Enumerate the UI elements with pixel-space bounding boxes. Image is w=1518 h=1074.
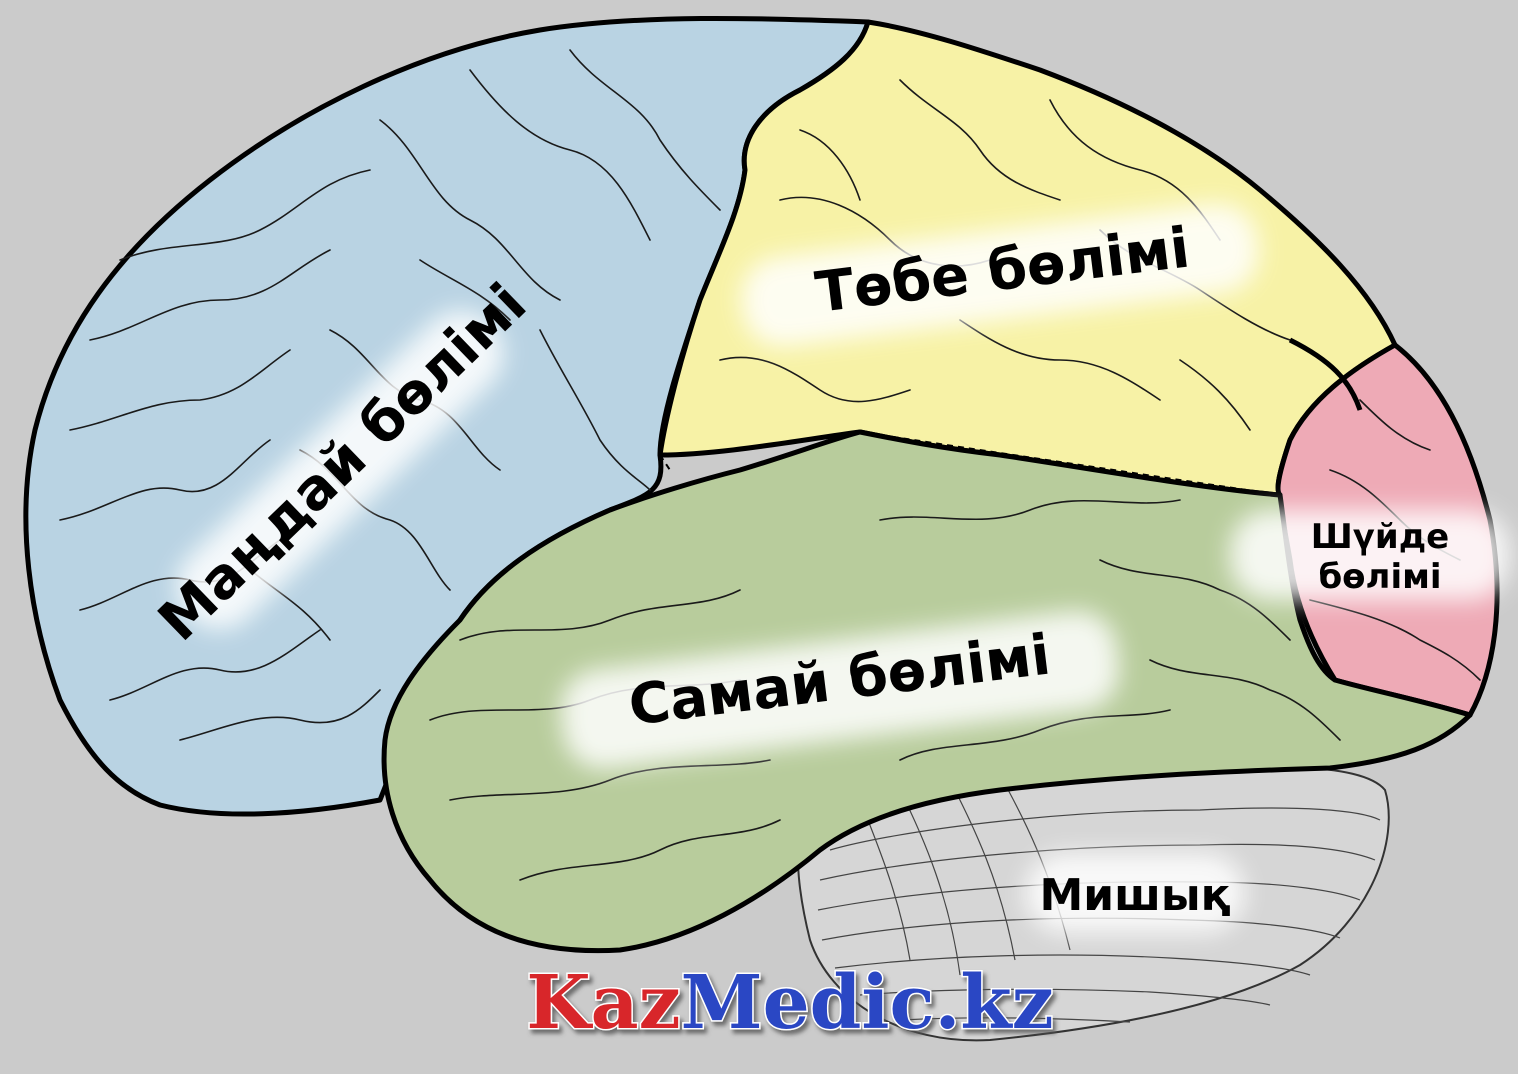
kazmedic-logo: KazMedic.kz xyxy=(526,960,1053,1046)
svg-text:KazMedic.kz: KazMedic.kz xyxy=(526,960,1053,1046)
cerebellum-label: Мишық xyxy=(1040,870,1231,921)
logo-part-medic: Medic xyxy=(681,960,935,1046)
occipital-lobe-label-line1: Шүйде xyxy=(1311,517,1450,557)
logo-part-kaz: Kaz xyxy=(526,960,680,1046)
logo-part-kz: .kz xyxy=(935,960,1054,1046)
occipital-lobe-label-line2: бөлімі xyxy=(1318,557,1441,597)
